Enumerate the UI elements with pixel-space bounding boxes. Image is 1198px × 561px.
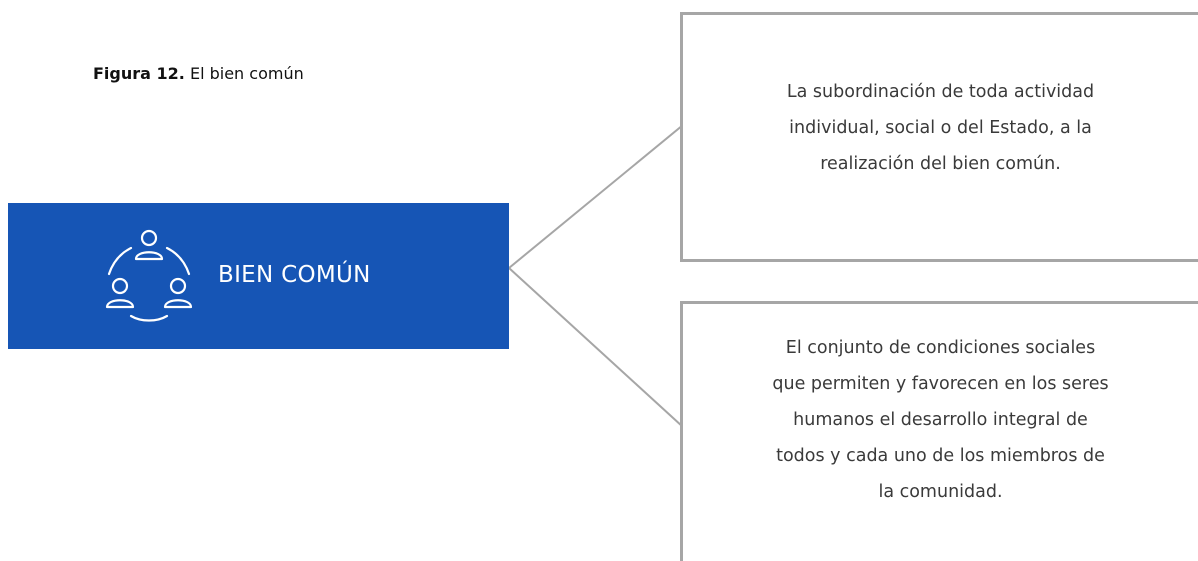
- figure-label: Figura 12.: [93, 64, 185, 83]
- definition-box-top: La subordinación de toda actividad indiv…: [680, 12, 1198, 262]
- figure-caption: Figura 12. El bien común: [93, 64, 304, 83]
- definition-text-top: La subordinación de toda actividad indiv…: [786, 82, 1095, 174]
- central-concept-label: BIEN COMÚN: [218, 262, 371, 288]
- figure-title: El bien común: [189, 64, 304, 83]
- community-icon: [105, 229, 193, 322]
- definition-text-bottom: El conjunto de condiciones sociales que …: [772, 337, 1109, 502]
- definition-box-bottom: El conjunto de condiciones sociales que …: [680, 301, 1198, 561]
- connector-lines: [508, 124, 684, 428]
- connector-line-bottom: [508, 267, 684, 428]
- connector-line-top: [508, 124, 684, 269]
- central-concept-box: BIEN COMÚN: [8, 203, 509, 349]
